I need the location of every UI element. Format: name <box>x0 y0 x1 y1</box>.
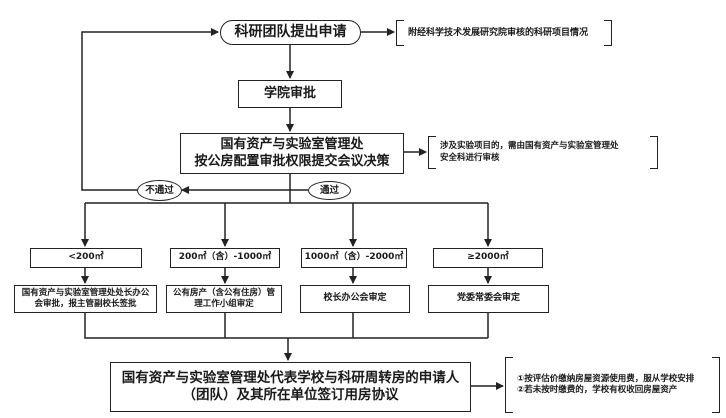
decision-line2: 按公房配置审批权限提交会议决策 <box>194 153 390 169</box>
approver-node-2: 公有房产（含公有住房）管理工作小组审定 <box>166 285 282 313</box>
college-approval-node: 学院审批 <box>238 80 342 108</box>
area-label-1: <200㎡ <box>68 252 104 263</box>
college-approval-label: 学院审批 <box>263 85 316 101</box>
merge-line <box>84 313 489 339</box>
area-node-4: ≥2000㎡ <box>433 248 543 268</box>
bracket-right <box>604 20 612 46</box>
start-node: 科研团队提出申请 <box>220 20 361 45</box>
decision-line1: 国有资产与实验室管理处 <box>220 137 364 153</box>
approver-node-4: 党委常委会审定 <box>428 285 549 313</box>
decision-note: 涉及实验项目的，需由国有资产与实验室管理处 安全科进行审核 <box>428 136 658 169</box>
area-label-2: 200㎡（含）-1000㎡ <box>178 252 272 263</box>
reject-label-node: 不通过 <box>137 180 182 201</box>
start-note-text: 附经科学技术发展研究院审核的科研项目情况 <box>408 27 589 38</box>
reject-loop-line <box>81 28 219 191</box>
approver-label-1: 国有资产与实验室管理处处长办公会审批，报主管副校长签批 <box>21 288 150 309</box>
area-node-1: <200㎡ <box>30 248 142 268</box>
approver-node-1: 国有资产与实验室管理处处长办公会审批，报主管副校长签批 <box>14 285 157 313</box>
agreement-node: 国有资产与实验室管理处代表学校与科研周转房的申请人 （团队）及其所在单位签订用房… <box>110 362 471 412</box>
agreement-line2: （团队）及其所在单位签订用房协议 <box>182 387 399 403</box>
reject-label: 不通过 <box>145 184 174 196</box>
approver-label-3: 校长办公会审定 <box>323 293 387 304</box>
agreement-note-text: ①按评估价缴纳房屋资源使用费，服从学校安排 ②若未按时缴费的，学校有权收回房屋资… <box>517 373 695 395</box>
bracket-left <box>396 20 404 46</box>
area-node-3: 1000㎡（含）-2000㎡ <box>301 248 407 268</box>
pass-label-node: 通过 <box>308 181 351 200</box>
start-label: 科研团队提出申请 <box>234 23 347 40</box>
bracket-right <box>712 357 720 413</box>
decision-note-text: 涉及实验项目的，需由国有资产与实验室管理处 安全科进行审核 <box>440 141 619 163</box>
area-node-2: 200㎡（含）-1000㎡ <box>170 248 280 268</box>
bracket-left <box>428 136 436 169</box>
bracket-left <box>505 357 513 413</box>
agreement-line1: 国有资产与实验室管理处代表学校与科研周转房的申请人 <box>121 370 460 387</box>
decision-node: 国有资产与实验室管理处 按公房配置审批权限提交会议决策 <box>180 133 404 174</box>
bracket-right <box>650 136 658 169</box>
area-label-4: ≥2000㎡ <box>467 252 509 263</box>
area-label-3: 1000㎡（含）-2000㎡ <box>304 252 404 263</box>
start-note: 附经科学技术发展研究院审核的科研项目情况 <box>396 20 612 46</box>
pass-label: 通过 <box>319 184 339 196</box>
approver-node-3: 校长办公会审定 <box>300 285 410 313</box>
approver-label-4: 党委常委会审定 <box>456 293 520 304</box>
agreement-note: ①按评估价缴纳房屋资源使用费，服从学校安排 ②若未按时缴费的，学校有权收回房屋资… <box>505 357 720 413</box>
approver-label-2: 公有房产（含公有住房）管理工作小组审定 <box>172 288 275 309</box>
